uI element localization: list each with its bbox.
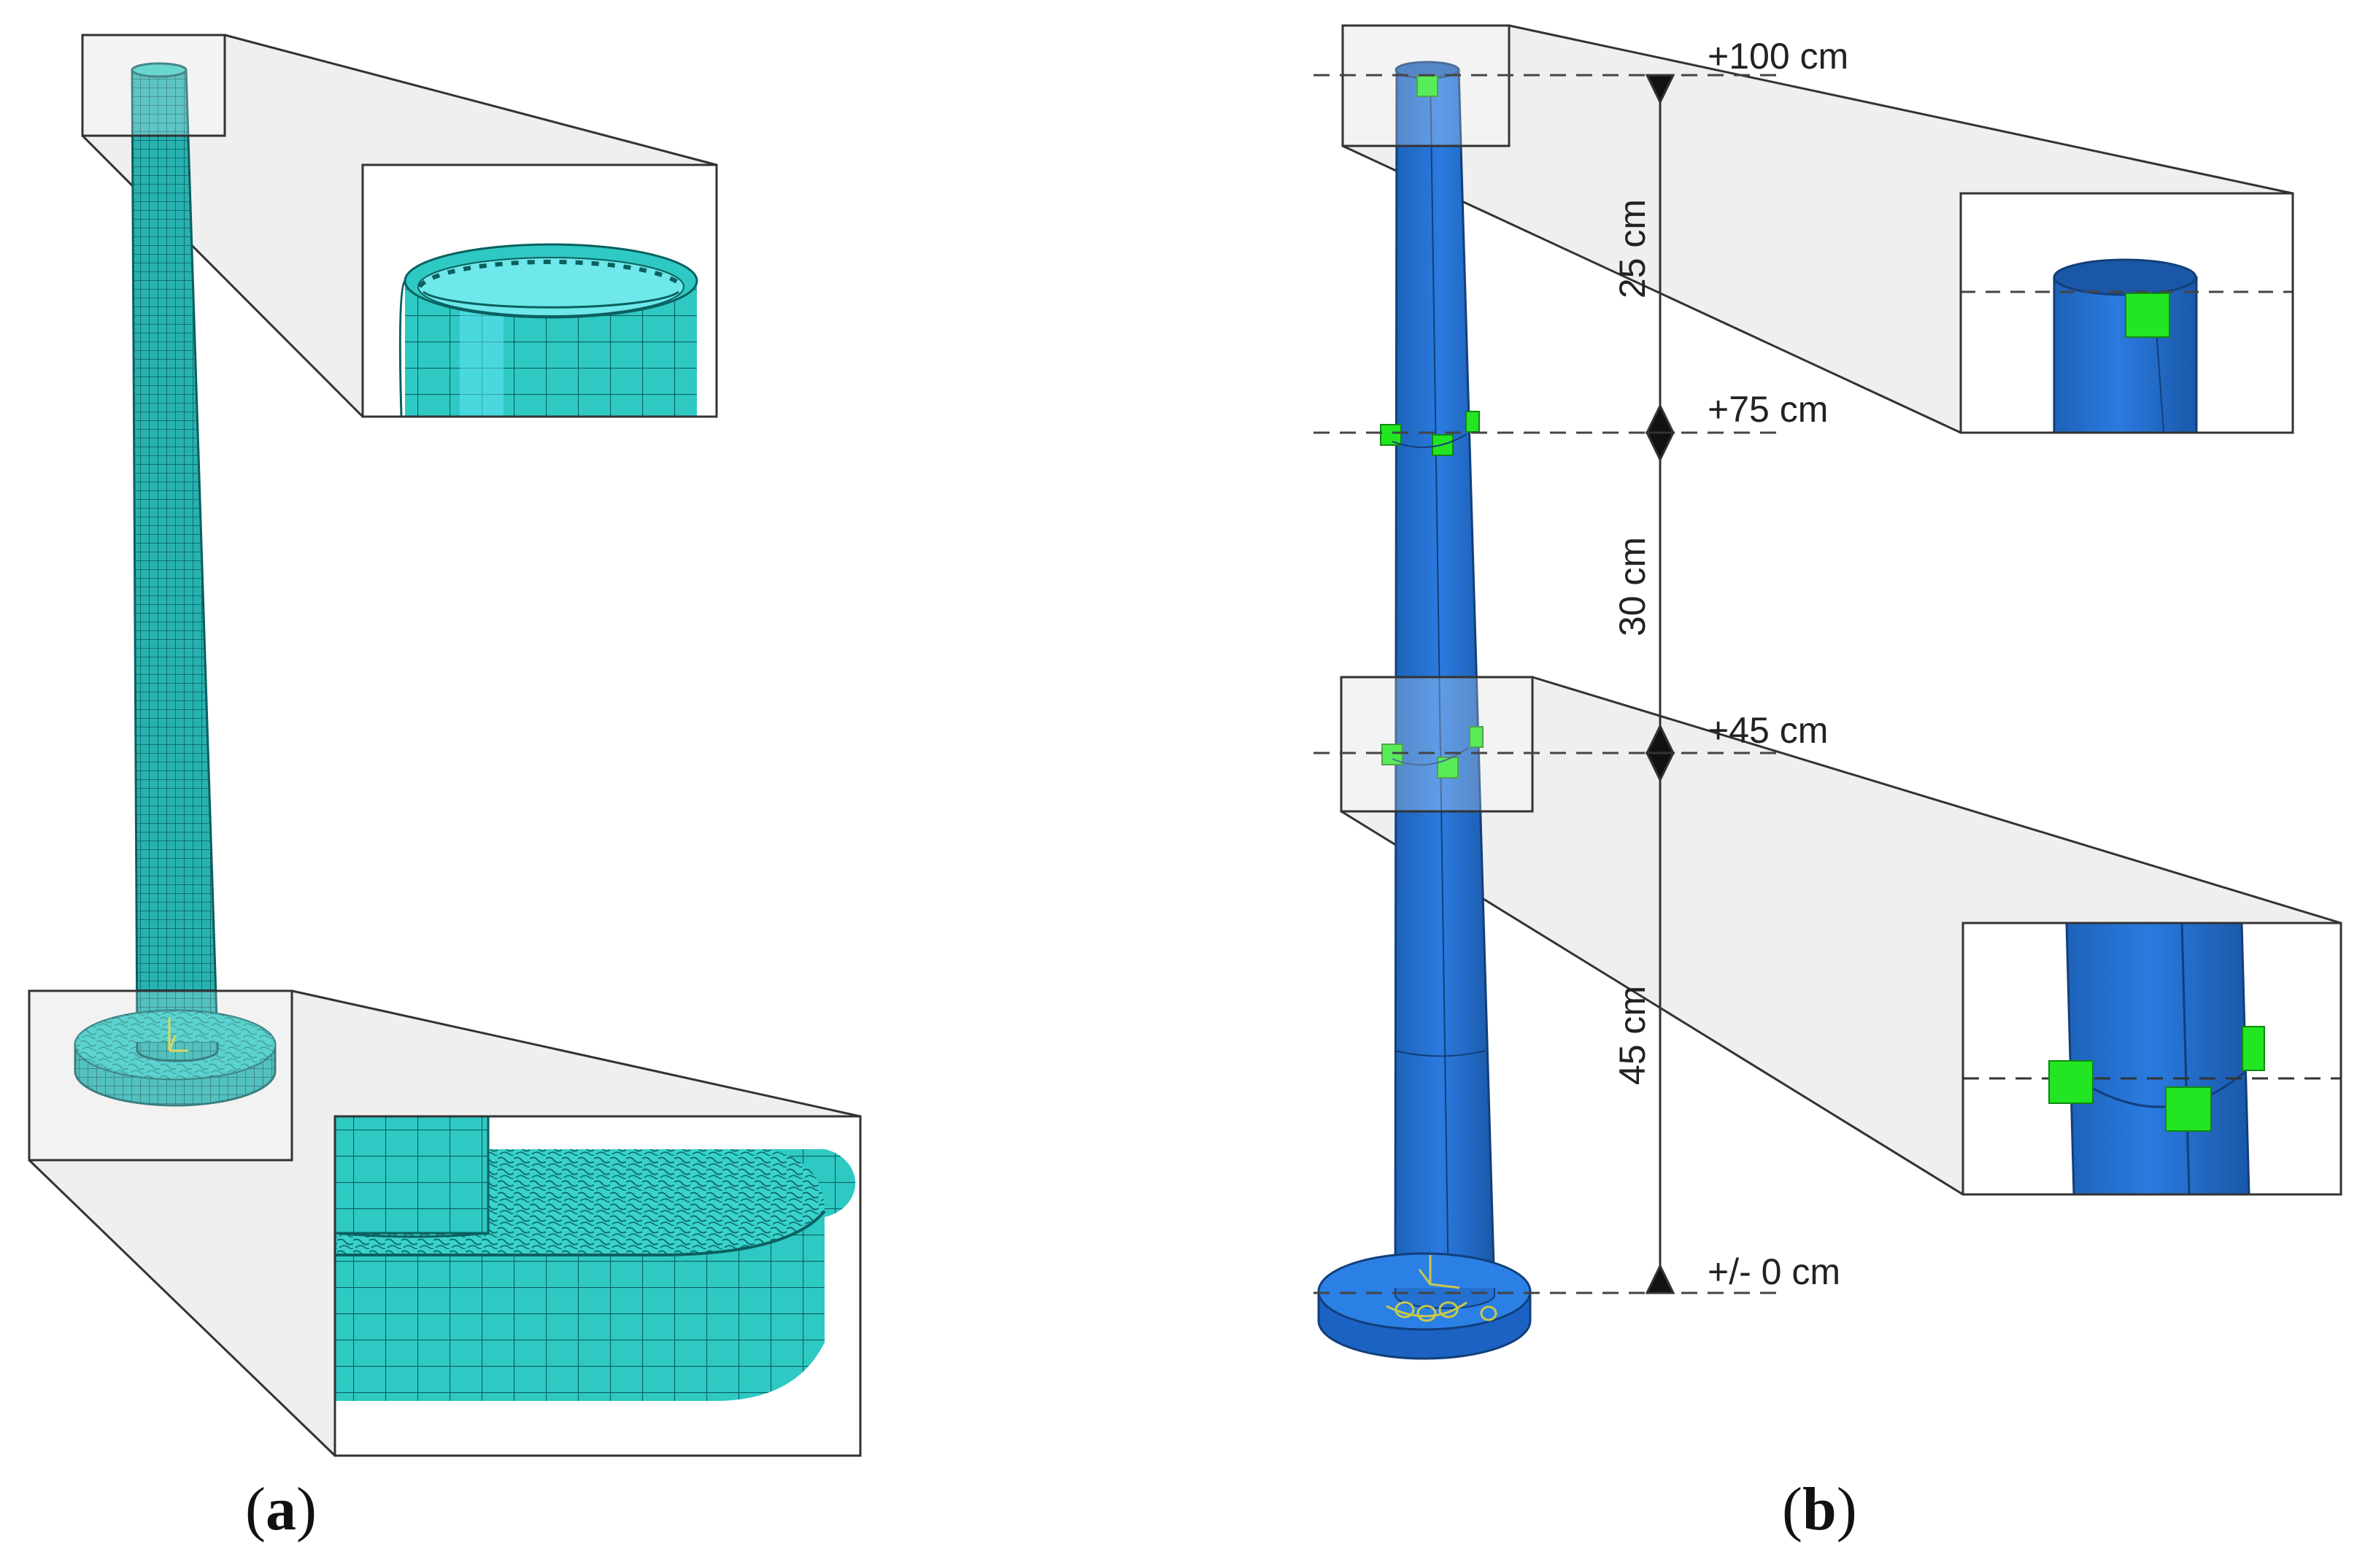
sensor-45-center [1437,757,1459,779]
dimension-label-30: 30 cm [1612,536,1653,637]
level-label-middle: +45 cm [1708,710,1829,751]
dimension-label-25: 25 cm [1612,198,1653,299]
selection-box-top-b [1341,24,1511,147]
dimension-line [1645,74,1675,1294]
level-label-base: +/- 0 cm [1708,1251,1840,1292]
inset-column-top [361,163,718,418]
inset-base-detail [333,1115,862,1457]
panel-b-drawing [1313,24,2342,1360]
inset-sensor-45 [1961,922,2342,1196]
sensor-75-left [1380,424,1402,446]
model-base-disk [1317,1252,1532,1360]
panel-label-b: (b) [1782,1475,1857,1543]
selection-box-mid-b [1340,676,1534,813]
panel-label-a: (a) [245,1475,317,1543]
selection-box-base [28,989,293,1162]
level-label-upper: +75 cm [1708,389,1829,430]
inset-sensor-top [1959,192,2294,434]
dimension-label-45: 45 cm [1612,985,1653,1086]
selection-box-top [81,34,226,137]
panel-a-drawing [28,34,862,1457]
sensor-75-right [1465,411,1480,433]
sensor-markers [1380,75,1484,779]
level-label-top: +100 cm [1708,36,1849,77]
sensor-45-right [1469,726,1484,748]
meshed-base-disk [74,1009,277,1107]
